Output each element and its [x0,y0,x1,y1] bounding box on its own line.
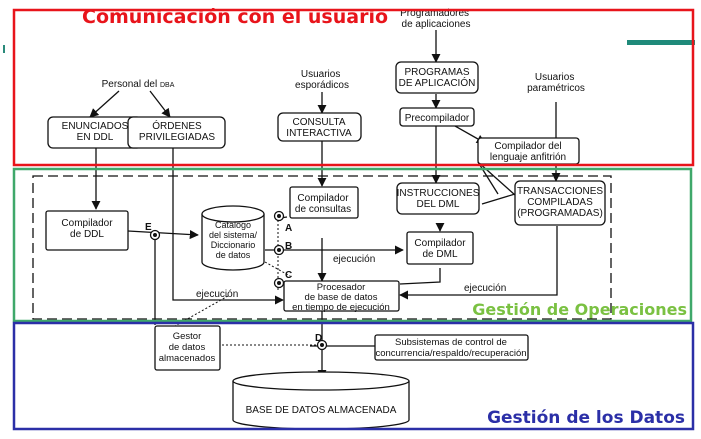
edge-mark [3,45,5,53]
point-label-c: C [285,270,292,281]
svg-text:Precompilador: Precompilador [405,113,470,124]
region-title-operations-management: Gestión de Operaciones [472,300,687,319]
actor-parametric-users: Usuarios paramétricos [527,72,585,94]
point-label-b: B [285,241,292,252]
region-title-data-management: Gestión de los Datos [487,408,685,428]
point-label-e: E [145,222,152,233]
stored-database-cylinder: BASE DE DATOS ALMACENADA [232,371,410,430]
region-frame-data-management [12,321,695,431]
catalog-links [174,220,320,346]
region-title-user-communication: Comunicación con el usuario [82,6,389,28]
teal-accent-bar [627,40,695,45]
execution-label-privileged: ejecución [196,289,238,300]
actor-app-programmers: Programadores de aplicaciones [400,8,472,30]
execution-label-transactions: ejecución [464,283,506,294]
box-precompiler: Precompilador [399,107,475,127]
interception-points [149,210,328,351]
point-label-d: D [315,333,322,344]
actor-dba-staff: Personal del DBA [102,79,175,90]
point-label-a: A [285,223,292,234]
svg-text:BASE DE DATOS ALMACENADA: BASE DE DATOS ALMACENADA [246,405,397,416]
region-frame-operations-management [12,167,693,323]
execution-label-query: ejecución [333,254,375,265]
region-frame-user-communication [12,8,695,167]
actor-casual-users: Usuarios esporádicos [295,69,349,91]
